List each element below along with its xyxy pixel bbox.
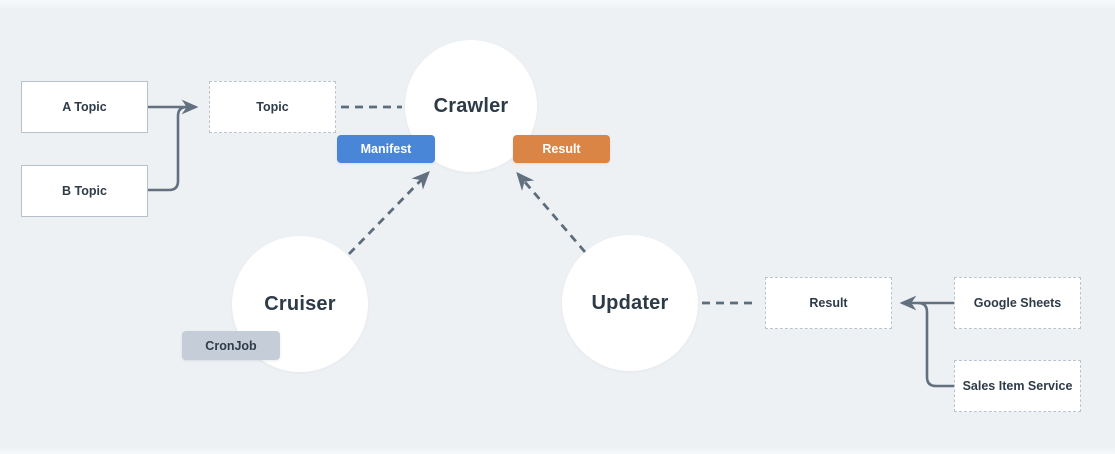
badge-result-label: Result: [542, 142, 581, 156]
node-updater: Updater: [562, 235, 698, 371]
badge-result: Result: [513, 135, 610, 163]
connector-b-topic-merge: [148, 105, 188, 192]
node-google-sheets-label: Google Sheets: [973, 296, 1062, 310]
node-result-queue-label: Result: [809, 296, 848, 310]
connector-updater-to-crawler: [516, 171, 587, 253]
badge-cronjob: CronJob: [182, 331, 280, 360]
badge-manifest-label: Manifest: [360, 142, 412, 156]
connector-cruiser-to-crawler: [347, 171, 430, 255]
node-b-topic-label: B Topic: [62, 184, 107, 198]
node-crawler-label: Crawler: [433, 94, 509, 117]
connector-sales-item-merge: [917, 301, 954, 388]
node-cruiser-label: Cruiser: [264, 292, 336, 315]
node-sales-item-service: Sales Item Service: [954, 360, 1081, 412]
node-google-sheets: Google Sheets: [954, 277, 1081, 329]
node-result-queue: Result: [765, 277, 892, 329]
node-a-topic: A Topic: [21, 81, 148, 133]
node-b-topic: B Topic: [21, 165, 148, 217]
node-topic-label: Topic: [256, 100, 289, 114]
node-sales-item-service-label: Sales Item Service: [962, 379, 1073, 393]
node-a-topic-label: A Topic: [62, 100, 107, 114]
badge-cronjob-label: CronJob: [205, 338, 257, 353]
badge-manifest: Manifest: [337, 135, 435, 163]
node-updater-label: Updater: [591, 291, 669, 314]
node-topic: Topic: [209, 81, 336, 133]
